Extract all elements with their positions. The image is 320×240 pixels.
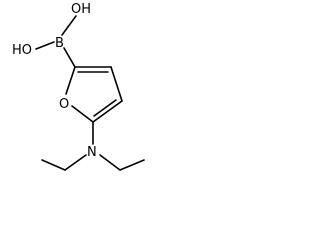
bond-b-oh-top — [61, 15, 77, 36]
bond-ethyl-left-ch3 — [41, 159, 66, 171]
atom-oh-top: OH — [71, 2, 91, 17]
atom-boron: B — [55, 36, 64, 51]
structure-canvas: OH HO B O N — [0, 0, 174, 204]
bond-n-ethyl-left-ch2 — [64, 154, 87, 171]
bond-o1-c2 — [65, 66, 76, 95]
bond-c4-c5-double — [93, 99, 117, 117]
bond-c4-c5 — [92, 100, 123, 123]
bond-b-c2 — [63, 47, 76, 68]
bond-c5-o1 — [71, 105, 94, 123]
bond-n-ethyl-right-ch2 — [99, 154, 121, 171]
molecule-structure: OH HO B O N — [12, 2, 145, 171]
bond-c3-c4 — [110, 66, 123, 102]
atom-nitrogen: N — [87, 145, 97, 160]
atom-ring-oxygen: O — [59, 97, 69, 112]
atom-ho-left: HO — [12, 43, 32, 58]
bond-ethyl-right-ch3 — [119, 159, 145, 171]
bond-b-ho-left — [35, 41, 55, 50]
